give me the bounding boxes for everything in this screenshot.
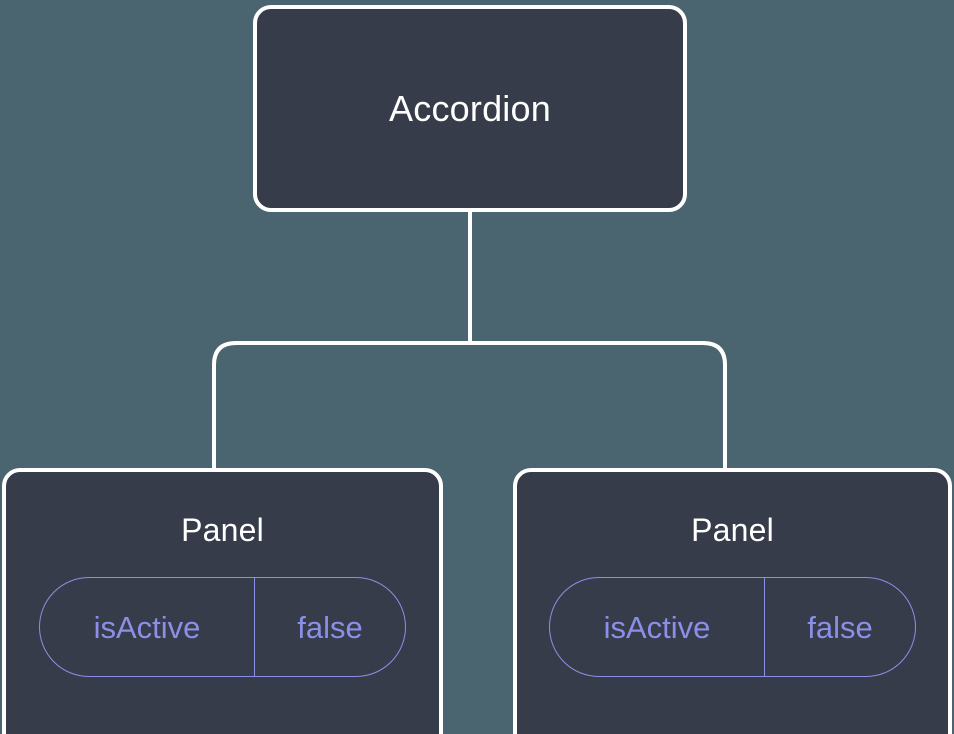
state-pill-panel-2[interactable]: isActive false (549, 577, 916, 677)
node-panel-2-label: Panel (691, 512, 774, 548)
state-pill-panel-2-key: isActive (550, 578, 765, 676)
state-pill-panel-1-value: false (297, 609, 363, 645)
connector-branch-left (212, 341, 470, 472)
connector-branch-right (470, 341, 727, 472)
node-panel-1[interactable]: Panel isActive false (2, 468, 443, 734)
node-accordion-label: Accordion (389, 87, 551, 129)
node-panel-2[interactable]: Panel isActive false (513, 468, 952, 734)
state-pill-panel-1-key: isActive (40, 578, 255, 676)
state-pill-panel-1[interactable]: isActive false (39, 577, 406, 677)
state-pill-panel-2-value: false (807, 609, 873, 645)
node-panel-1-label: Panel (181, 512, 264, 548)
node-accordion[interactable]: Accordion (253, 5, 687, 212)
